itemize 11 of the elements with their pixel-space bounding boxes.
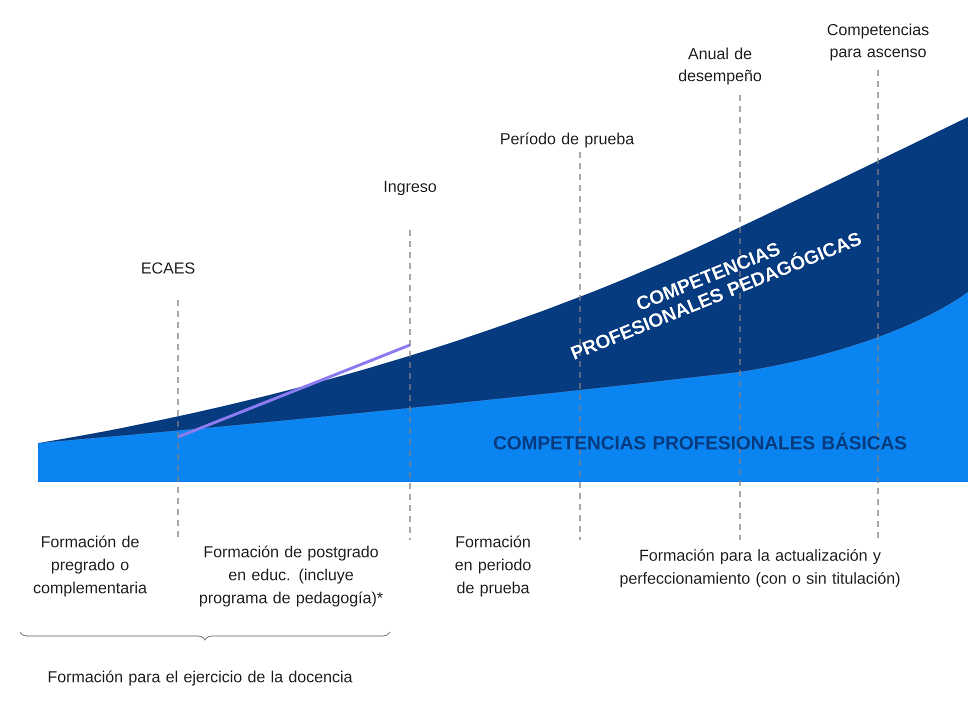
- phase-label: Formación en periodo de prueba: [455, 535, 531, 597]
- band-label: COMPETENCIAS PROFESIONALES BÁSICAS: [494, 432, 906, 450]
- milestone-label: Ingreso: [384, 180, 436, 196]
- phase-label: Formación de pregrado o complementaria: [34, 535, 147, 597]
- phase-label: Formación de postgrado en educ. (incluye programa de pedagogía)*: [200, 545, 383, 607]
- milestone-label: ECAES: [142, 262, 194, 274]
- milestone-label: Competencias para ascenso: [828, 24, 929, 60]
- milestone-label: Período de prueba: [501, 132, 634, 148]
- group-label: Formación para el ejercicio de la docencia: [48, 670, 352, 686]
- milestone-label: Anual de desempeño: [678, 48, 762, 84]
- phase-label: Formación para la actualización y perfeccionamiento (con o sin titulación): [620, 548, 900, 588]
